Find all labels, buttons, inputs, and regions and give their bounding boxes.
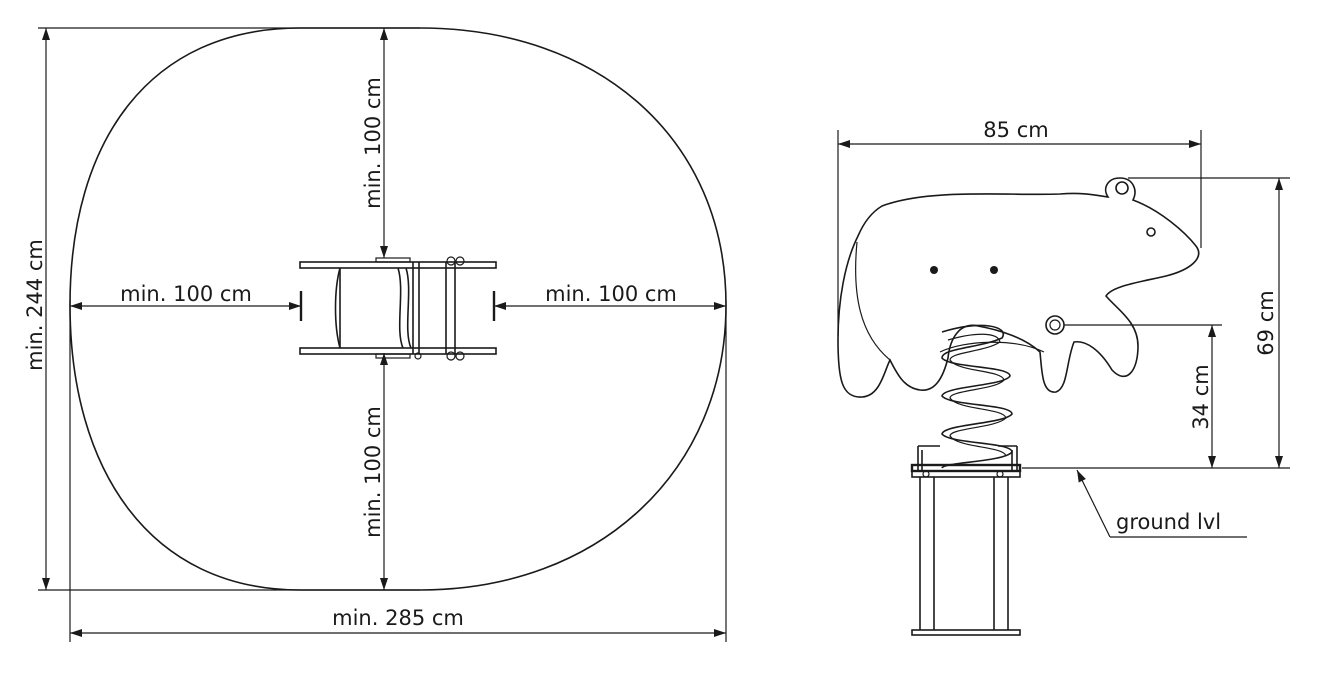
bear-leg-line [855,241,891,361]
dim-top-label: min. 100 cm [361,77,385,209]
plan-view: min. 244 cm min. 285 cm min. 100 cm min.… [23,27,727,642]
ground-level-label: ground lvl [1116,510,1221,534]
dim-bottom-label: min. 100 cm [361,406,385,538]
dim-seat-height-label: 34 cm [1189,364,1213,429]
anchor-post [910,463,1022,636]
dim-total-width-label: min. 285 cm [332,606,464,630]
bear-body-outline [837,177,1200,398]
dim-total-height-label: min. 244 cm [23,239,47,371]
dim-height-label: 69 cm [1254,290,1278,355]
spring [917,324,1018,470]
dim-left-label: min. 100 cm [120,282,252,306]
bear-ear-ring [1115,181,1129,195]
bolt-2 [990,266,998,274]
safety-area-outline [69,27,727,591]
side-view: 85 cm 69 cm 34 cm ground lvl [837,118,1290,636]
handle-ring-inner [1049,319,1061,331]
bear-eye [1146,227,1156,237]
handle-ring-outer [1045,315,1065,335]
rocker-plan-symbol [299,256,497,361]
ground-leader-line [1076,469,1111,538]
bolt-1 [930,266,938,274]
dim-width-label: 85 cm [983,118,1048,142]
dim-right-label: min. 100 cm [545,282,677,306]
